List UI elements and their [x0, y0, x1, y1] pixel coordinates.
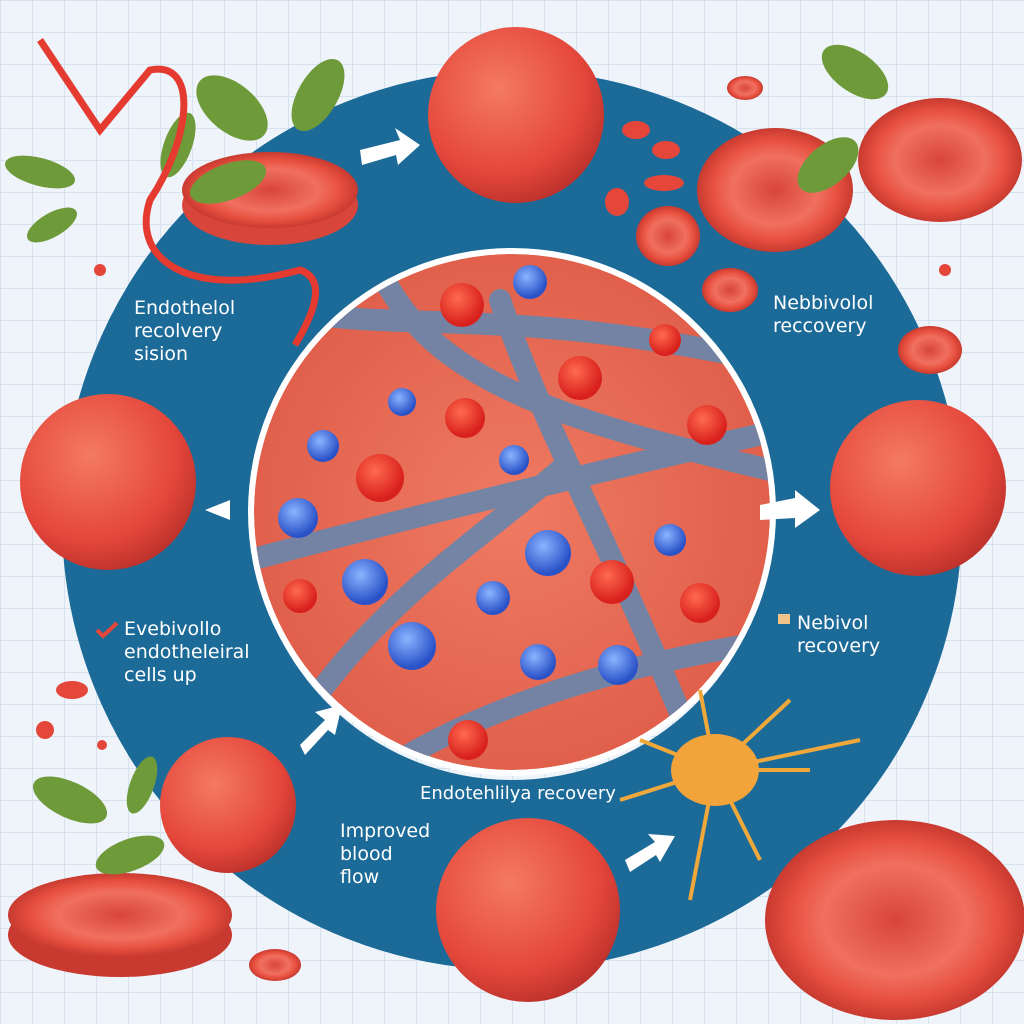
- label-line: reccovery: [773, 315, 867, 337]
- label-top-left: Endothelol recolvery sision: [134, 297, 235, 366]
- label-line: Evebivollo: [124, 618, 222, 640]
- neuron: [619, 689, 861, 901]
- label-line: flow: [340, 866, 380, 888]
- label-line: endotheleiral: [124, 641, 250, 663]
- label-bottom-left: Evebivollo endotheleiral cells up: [124, 618, 250, 687]
- checkmark-icon: [95, 621, 119, 639]
- label-bottom-center: Endotehlilya recovery: [420, 783, 616, 804]
- square-bullet-icon: [778, 614, 790, 624]
- label-line: recolvery: [134, 320, 223, 342]
- red-vessel: [37, 38, 320, 347]
- label-top-right: Nebbivolol reccovery: [773, 292, 873, 338]
- red-sphere: [428, 27, 604, 203]
- red-blood-cell: [8, 76, 1024, 1020]
- label-improved-blood-flow: Improved blood flow: [340, 820, 430, 889]
- red-sphere: [830, 400, 1006, 576]
- leaf: [5, 44, 889, 875]
- label-line: Nebivol: [797, 612, 869, 634]
- label-line: sision: [134, 343, 189, 365]
- label-line: recovery: [797, 635, 881, 657]
- red-sphere: [20, 394, 196, 570]
- label-bottom-right: Nebivol recovery: [797, 612, 880, 658]
- label-line: Endothelol: [134, 297, 236, 319]
- arrow: [205, 128, 820, 872]
- label-line: cells up: [124, 664, 197, 686]
- label-line: Nebbivolol: [773, 292, 874, 314]
- tissue-center: [254, 254, 770, 770]
- label-line: blood: [340, 843, 393, 865]
- red-sphere: [160, 737, 296, 873]
- red-sphere: [436, 818, 620, 1002]
- label-line: Improved: [340, 820, 431, 842]
